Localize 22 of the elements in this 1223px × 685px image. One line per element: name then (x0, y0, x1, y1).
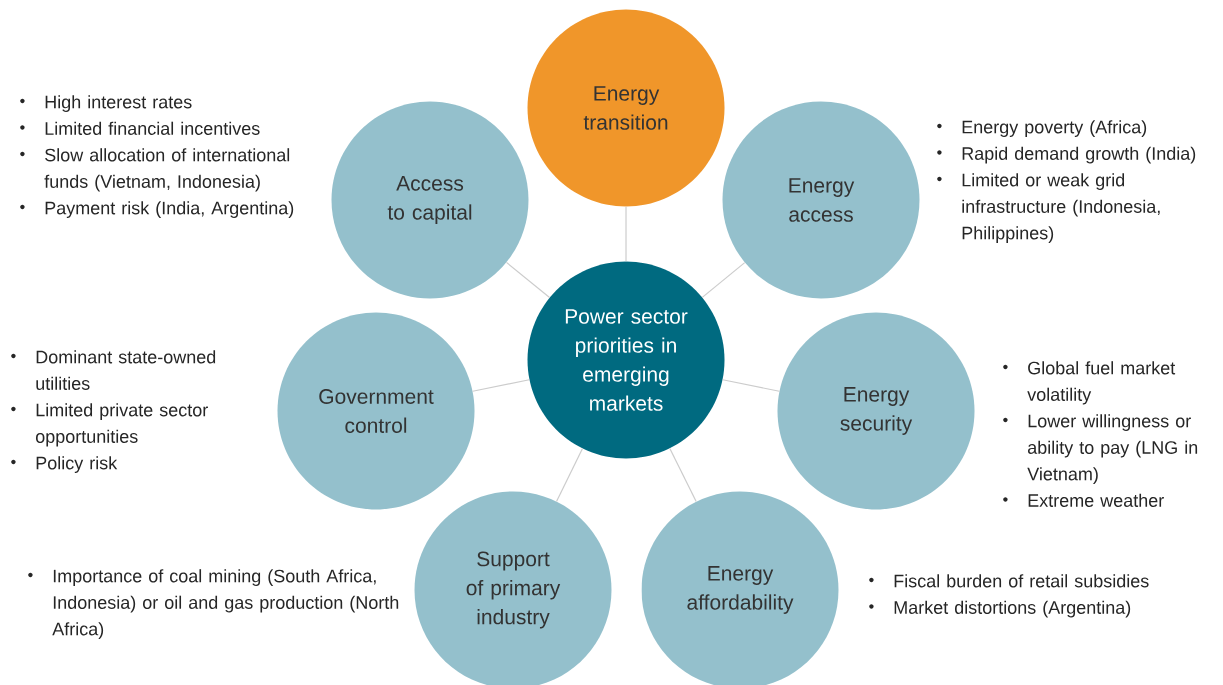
bullet-item: Rapid demand growth (India) (937, 146, 1196, 164)
connector-line (505, 261, 551, 299)
bullet-item: Slow allocation of international funds (Vietnam, Indonesia) (20, 148, 290, 192)
connector-line (555, 447, 584, 502)
bullet-item: Global fuel market volatility (1003, 361, 1176, 405)
bullet-item: Dominant state-owned utilities (11, 350, 216, 390)
bullet-item: Fiscal burden of retail subsidies (869, 574, 1149, 588)
connector-line (701, 262, 746, 298)
bullet-item: Extreme weather (1003, 493, 1164, 507)
connector-line (722, 379, 780, 392)
bullet-item: Energy poverty (Africa) (937, 120, 1147, 137)
bullet-item: Market distortions (Argentina) (869, 600, 1131, 618)
bullet-item: Lower willingness or ability to pay (LNG in Vietnam) (1003, 414, 1198, 484)
bullet-item: Importance of coal mining (South Africa, Indonesia) or oil and gas production (North Africa) (28, 569, 399, 639)
bullet-item: Limited private sector opportunities (11, 403, 208, 447)
connector-line (472, 379, 530, 392)
bullet-item: Limited or weak grid infrastructure (Indonesia, Philippines) (937, 173, 1160, 243)
bullet-item: Policy risk (11, 456, 118, 473)
bullet-item: Payment risk (India, Argentina) (20, 201, 294, 218)
bullet-item: High interest rates (20, 95, 192, 112)
bullet-item: Limited financial incentives (20, 121, 260, 135)
connector-line (669, 447, 697, 503)
